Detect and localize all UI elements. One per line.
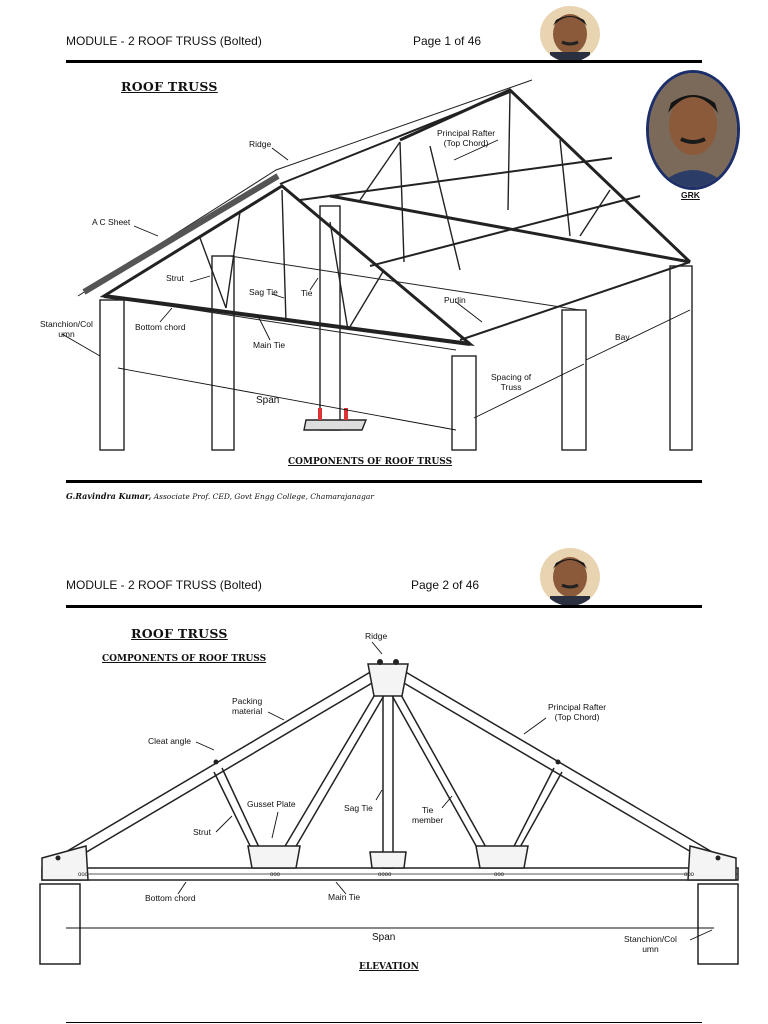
footer-rule-2 [66,1022,702,1023]
module-title: MODULE - 2 ROOF TRUSS (Bolted) [66,34,262,48]
author-photo-small-2 [540,548,600,606]
label-ridge-2: Ridge [365,631,388,641]
figure-caption: COMPONENTS OF ROOF TRUSS [288,457,453,467]
module-title-2: MODULE - 2 ROOF TRUSS (Bolted) [66,578,262,592]
author-tag: GRK [681,190,700,200]
page-number-2: Page 2 of 46 [411,578,480,592]
author-photo-large [646,70,740,190]
label-main-tie-2: Main Tie [328,892,361,902]
label-strut-2: Strut [193,827,211,837]
label-purlin: Purlin [444,295,466,305]
label-strut: Strut [166,273,184,283]
label-span-2: Span [372,932,396,943]
label-span: Span [256,395,280,406]
figure-caption-2: ELEVATION [359,962,419,972]
svg-text:ooo: ooo [270,872,281,878]
header-rule [66,60,702,63]
label-bay: Bay [615,332,630,342]
label-tie: Tie [301,288,313,298]
page-number: Page 1 of 46 [413,34,482,48]
svg-text:ooo: ooo [78,872,89,878]
page-title: ROOF TRUSS [121,79,218,94]
label-ridge: Ridge [249,139,272,149]
svg-text:ooo: ooo [494,872,505,878]
footer-rule [66,480,702,483]
label-bottom-chord-2: Bottom chord [145,893,196,903]
label-principal-rafter: Principal Rafter(Top Chord) [437,128,496,148]
label-sag-tie-2: Sag Tie [344,803,373,813]
label-sag-tie: Sag Tie [249,287,278,297]
label-cleat-angle: Cleat angle [148,736,192,746]
page-subtitle-2: COMPONENTS OF ROOF TRUSS [102,654,267,664]
page-title-2: ROOF TRUSS [131,626,228,641]
label-bottom-chord: Bottom chord [135,322,186,332]
label-gusset-plate: Gusset Plate [247,799,296,809]
label-main-tie: Main Tie [253,340,286,350]
label-principal-rafter-2: Principal Rafter(Top Chord) [548,702,607,722]
svg-text:oooo: oooo [378,872,392,878]
author-photo-small [540,6,600,62]
svg-text:ooo: ooo [684,872,695,878]
header-rule-2 [66,605,702,608]
label-ac-sheet: A C Sheet [92,217,131,227]
footer-credit: G.Ravindra Kumar, Associate Prof. CED, G… [66,491,374,501]
